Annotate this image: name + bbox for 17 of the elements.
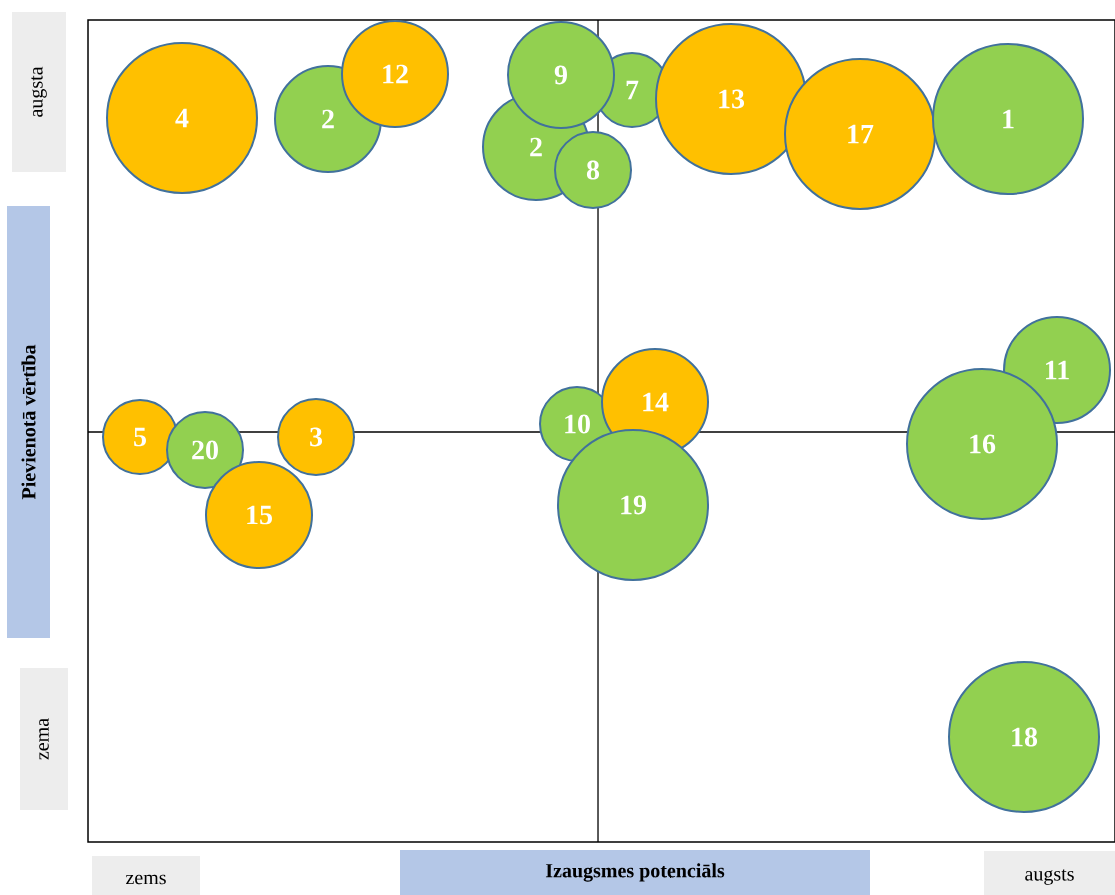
bubble: 4 <box>106 42 258 194</box>
bubble: 15 <box>205 461 313 569</box>
bubble: 20 <box>166 411 244 489</box>
axis-label-band: zems <box>92 856 200 895</box>
axis-label-band: augsta <box>12 12 66 172</box>
bubble: 1 <box>932 43 1084 195</box>
axis-label-band: Izaugsmes potenciāls <box>400 850 870 895</box>
bubble: 8 <box>554 131 632 209</box>
bubble: 3 <box>277 398 355 476</box>
bubble: 13 <box>655 23 807 175</box>
axis-label-band: augsts <box>984 851 1115 895</box>
axis-label-band: Pievienotā vērtība <box>7 206 50 638</box>
bubble: 12 <box>341 20 449 128</box>
axis-label-band: zema <box>20 668 68 810</box>
bubble: 18 <box>948 661 1100 813</box>
bubble: 17 <box>784 58 936 210</box>
bubble: 5 <box>102 399 178 475</box>
